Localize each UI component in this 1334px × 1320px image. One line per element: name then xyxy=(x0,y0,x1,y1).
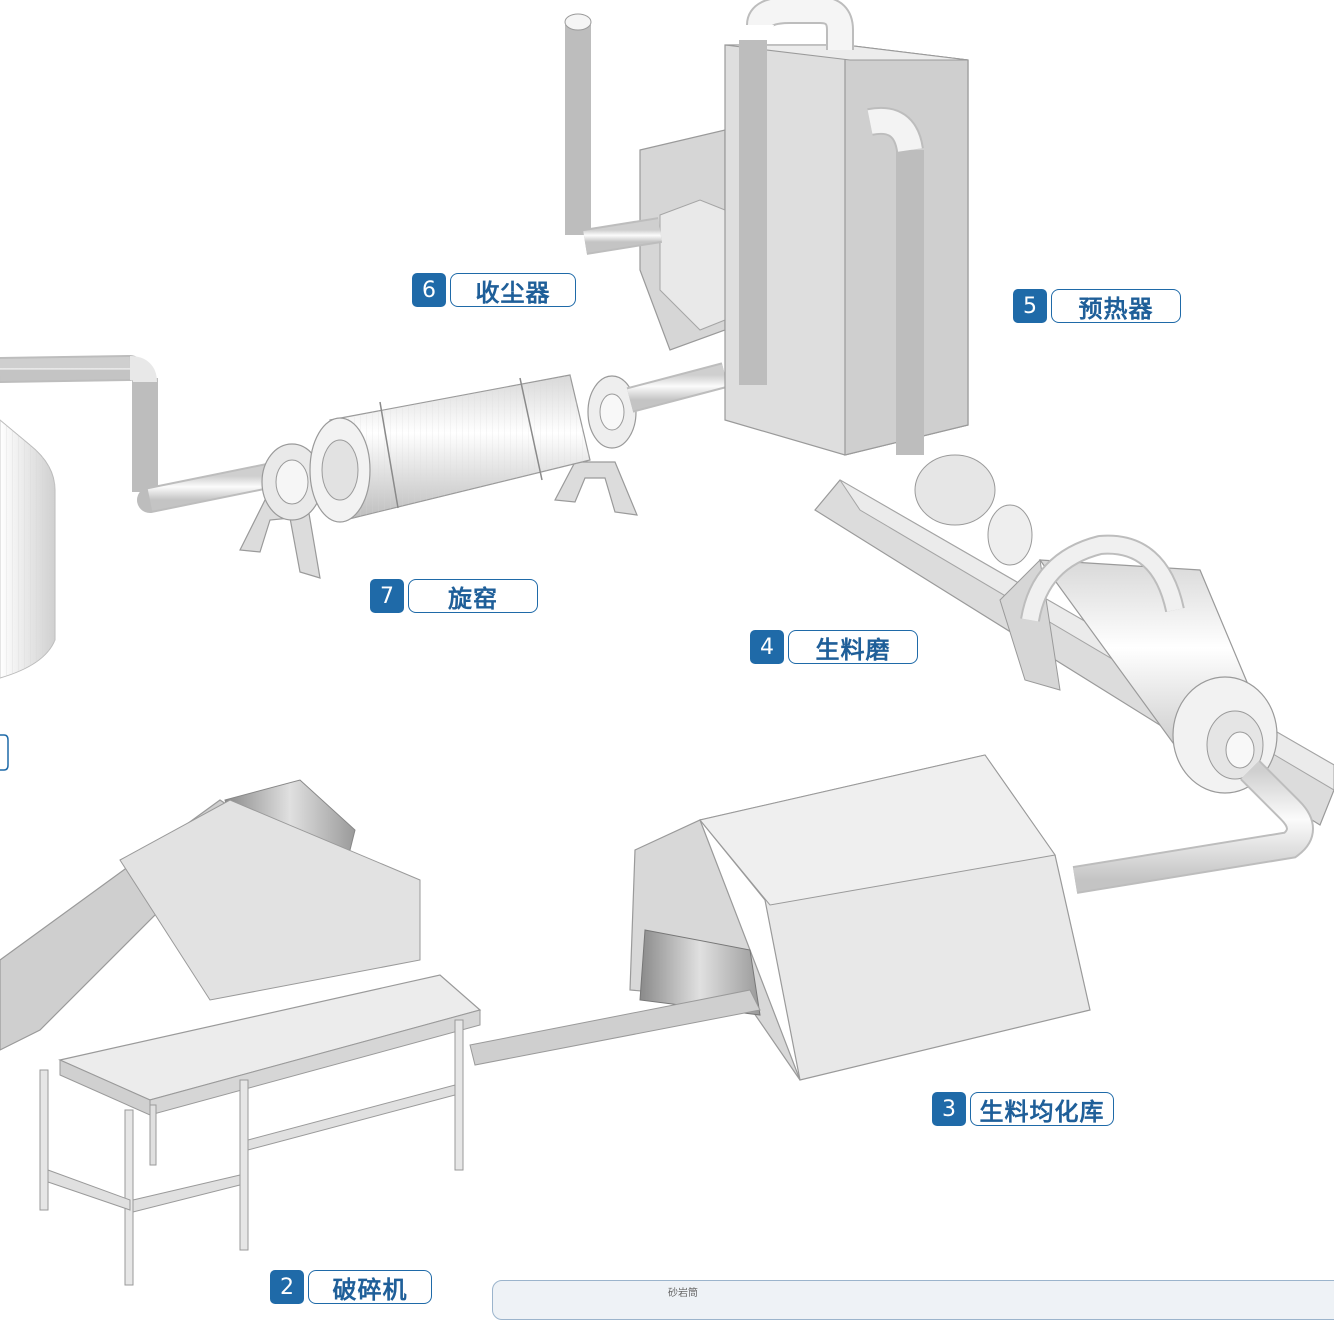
label-homogenizing-shed: 3 生料均化库 xyxy=(932,1092,1114,1126)
label-dust-collector: 6 收尘器 xyxy=(412,273,576,307)
label-number: 4 xyxy=(750,630,784,664)
label-number: 3 xyxy=(932,1092,966,1126)
label-1-stub xyxy=(0,734,9,771)
pipe-silo-kiln xyxy=(0,355,281,513)
process-diagram xyxy=(0,0,1334,1286)
label-raw-mill: 4 生料磨 xyxy=(750,630,918,664)
label-name: 破碎机 xyxy=(308,1270,432,1304)
label-name: 生料磨 xyxy=(788,630,918,664)
label-preheater: 5 预热器 xyxy=(1013,289,1181,323)
homogenizing-shed xyxy=(469,754,1091,1081)
bottom-panel: 砂岩筒 xyxy=(492,1280,1334,1320)
preheater-tower xyxy=(724,0,969,456)
label-number: 6 xyxy=(412,273,446,307)
label-number: 7 xyxy=(370,579,404,613)
label-crusher: 2 破碎机 xyxy=(270,1270,432,1304)
label-name: 旋窑 xyxy=(408,579,538,613)
label-number: 2 xyxy=(270,1270,304,1304)
label-number: 5 xyxy=(1013,289,1047,323)
dust-collector xyxy=(564,13,726,351)
label-name: 收尘器 xyxy=(450,273,576,307)
label-name: 预热器 xyxy=(1051,289,1181,323)
silo xyxy=(0,419,56,679)
label-name: 生料均化库 xyxy=(970,1092,1114,1126)
raw-mill xyxy=(814,454,1334,894)
crusher xyxy=(0,779,482,1286)
rotary-kiln xyxy=(239,362,729,579)
label-rotary-kiln: 7 旋窑 xyxy=(370,579,538,613)
